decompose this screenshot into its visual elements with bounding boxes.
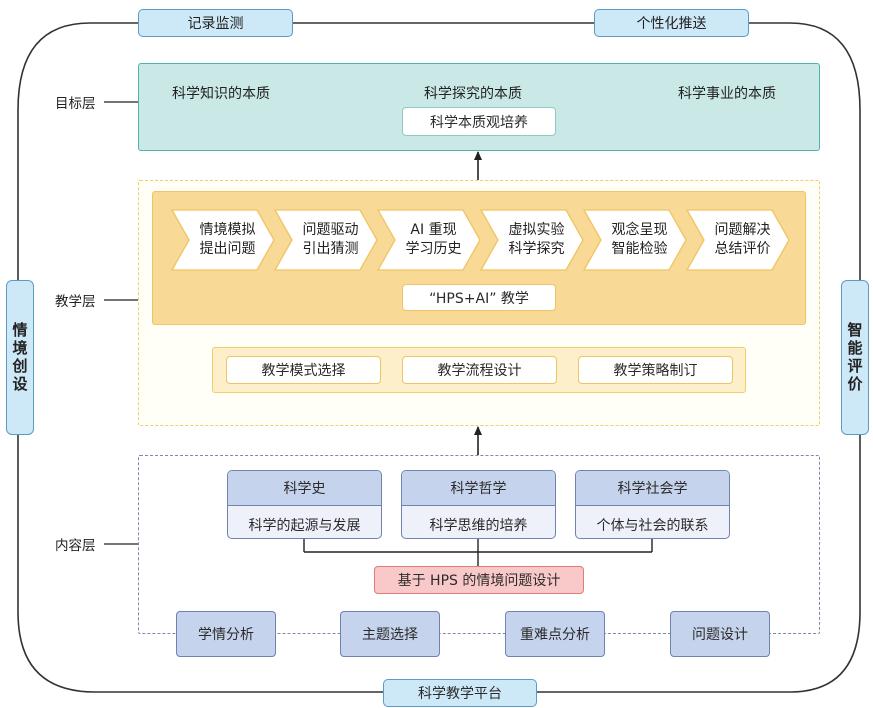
teaching-step-line1: 问题解决: [714, 222, 771, 238]
teaching-step-line1: 虚拟实验: [508, 222, 565, 238]
design-item-label: 教学策略制订: [613, 363, 698, 379]
personalized-push-tag: 个性化推送: [594, 9, 749, 37]
bottom-item: 主题选择: [340, 611, 440, 657]
teaching-step-line2: 智能检验: [611, 241, 668, 257]
goal-item: 科学探究的本质: [424, 86, 522, 102]
design-item: 教学模式选择: [226, 356, 381, 384]
teaching-step: 虚拟实验科学探究: [494, 210, 579, 270]
card-body: 科学的起源与发展: [248, 518, 361, 534]
smart-evaluation-label: 智能评价: [845, 321, 864, 394]
smart-evaluation-tag: 智能评价: [841, 280, 869, 435]
goal-item: 科学知识的本质: [172, 86, 270, 102]
teaching-step-line2: 引出猜测: [302, 241, 359, 257]
bottom-item-label: 学情分析: [198, 627, 254, 643]
bottom-item: 重难点分析: [505, 611, 605, 657]
science-nature-view-box: 科学本质观培养: [402, 107, 556, 136]
science-teaching-platform-tag: 科学教学平台: [383, 679, 537, 707]
content-card-history: 科学史 科学的起源与发展: [227, 470, 382, 539]
hps-ai-teaching-label: “HPS+AI” 教学: [429, 290, 529, 307]
teaching-step-line2: 总结评价: [714, 241, 771, 257]
teaching-step-line1: 情境模拟: [199, 222, 256, 238]
teaching-step-line1: 观念呈现: [611, 222, 668, 238]
card-title: 科学史: [228, 471, 381, 506]
teaching-step: 问题驱动引出猜测: [288, 210, 373, 270]
design-item-label: 教学模式选择: [261, 363, 346, 379]
bottom-item-label: 问题设计: [692, 627, 748, 643]
content-card-philosophy: 科学哲学 科学思维的培养: [401, 470, 556, 539]
teaching-layer-label: 教学层: [55, 294, 96, 310]
teaching-step-line2: 科学探究: [508, 241, 565, 257]
teaching-step: 问题解决总结评价: [700, 210, 785, 270]
record-monitor-label: 记录监测: [187, 16, 244, 32]
design-item: 教学策略制订: [578, 356, 733, 384]
card-body: 科学思维的培养: [429, 518, 528, 534]
card-body: 个体与社会的联系: [596, 518, 709, 534]
hps-ai-teaching-box: “HPS+AI” 教学: [402, 284, 556, 311]
science-nature-view-label: 科学本质观培养: [430, 114, 528, 131]
content-layer-outer: [138, 455, 820, 634]
design-item-label: 教学流程设计: [437, 363, 522, 379]
bottom-item: 问题设计: [670, 611, 770, 657]
content-layer-label: 内容层: [55, 538, 96, 554]
content-card-sociology: 科学社会学 个体与社会的联系: [575, 470, 730, 539]
context-creation-tag: 情境创设: [6, 280, 34, 435]
card-title: 科学社会学: [576, 471, 729, 506]
teaching-step: 情境模拟提出问题: [185, 210, 270, 270]
teaching-step-line2: 学习历史: [405, 241, 462, 257]
teaching-step: 观念呈现智能检验: [597, 210, 682, 270]
goal-item: 科学事业的本质: [678, 86, 776, 102]
record-monitor-tag: 记录监测: [138, 9, 293, 37]
hps-problem-design-label: 基于 HPS 的情境问题设计: [397, 573, 561, 589]
goal-layer-label: 目标层: [55, 96, 96, 112]
teaching-step-line1: AI 重现: [410, 222, 457, 238]
science-teaching-platform-label: 科学教学平台: [418, 686, 502, 702]
card-title: 科学哲学: [402, 471, 555, 506]
teaching-step: AI 重现学习历史: [391, 210, 476, 270]
bottom-item-label: 重难点分析: [520, 627, 590, 643]
hps-problem-design-box: 基于 HPS 的情境问题设计: [374, 566, 584, 594]
teaching-step-line2: 提出问题: [199, 241, 256, 257]
teaching-step-line1: 问题驱动: [302, 222, 359, 238]
design-item: 教学流程设计: [402, 356, 557, 384]
bottom-item-label: 主题选择: [362, 627, 418, 643]
context-creation-label: 情境创设: [10, 321, 29, 394]
personalized-push-label: 个性化推送: [636, 16, 707, 32]
bottom-item: 学情分析: [176, 611, 276, 657]
